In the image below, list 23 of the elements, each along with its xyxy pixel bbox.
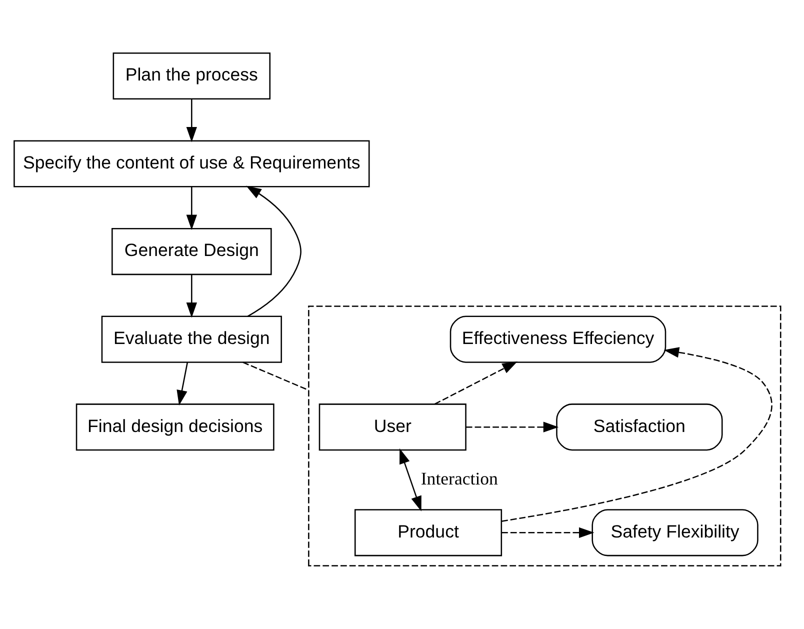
node-box: Satisfaction: [556, 404, 722, 451]
arrow: [246, 186, 301, 317]
node-box: Final design decisions: [75, 404, 274, 451]
arrow: [501, 347, 772, 522]
node-box: Specify the content of use & Requirements: [13, 140, 370, 188]
node-box: Plan the process: [112, 52, 270, 100]
cluster: [308, 306, 781, 566]
arrow: [434, 361, 518, 405]
arrow: [465, 422, 558, 432]
node-box: Generate Design: [111, 228, 272, 276]
arrow: [186, 186, 196, 230]
arrow: [399, 448, 421, 512]
arrow: [186, 99, 196, 142]
edge-label: Interaction: [420, 468, 498, 489]
node-box: Effectiveness Effeciency: [449, 316, 666, 363]
node-box: Evaluate the design: [100, 316, 282, 363]
node-box: Product: [354, 509, 502, 556]
connector: [242, 362, 308, 391]
node-box: User: [318, 404, 466, 451]
arrow: [501, 527, 594, 538]
node-box: Safety Flexibility: [591, 509, 758, 556]
arrow: [176, 362, 188, 406]
arrow: [186, 274, 196, 318]
